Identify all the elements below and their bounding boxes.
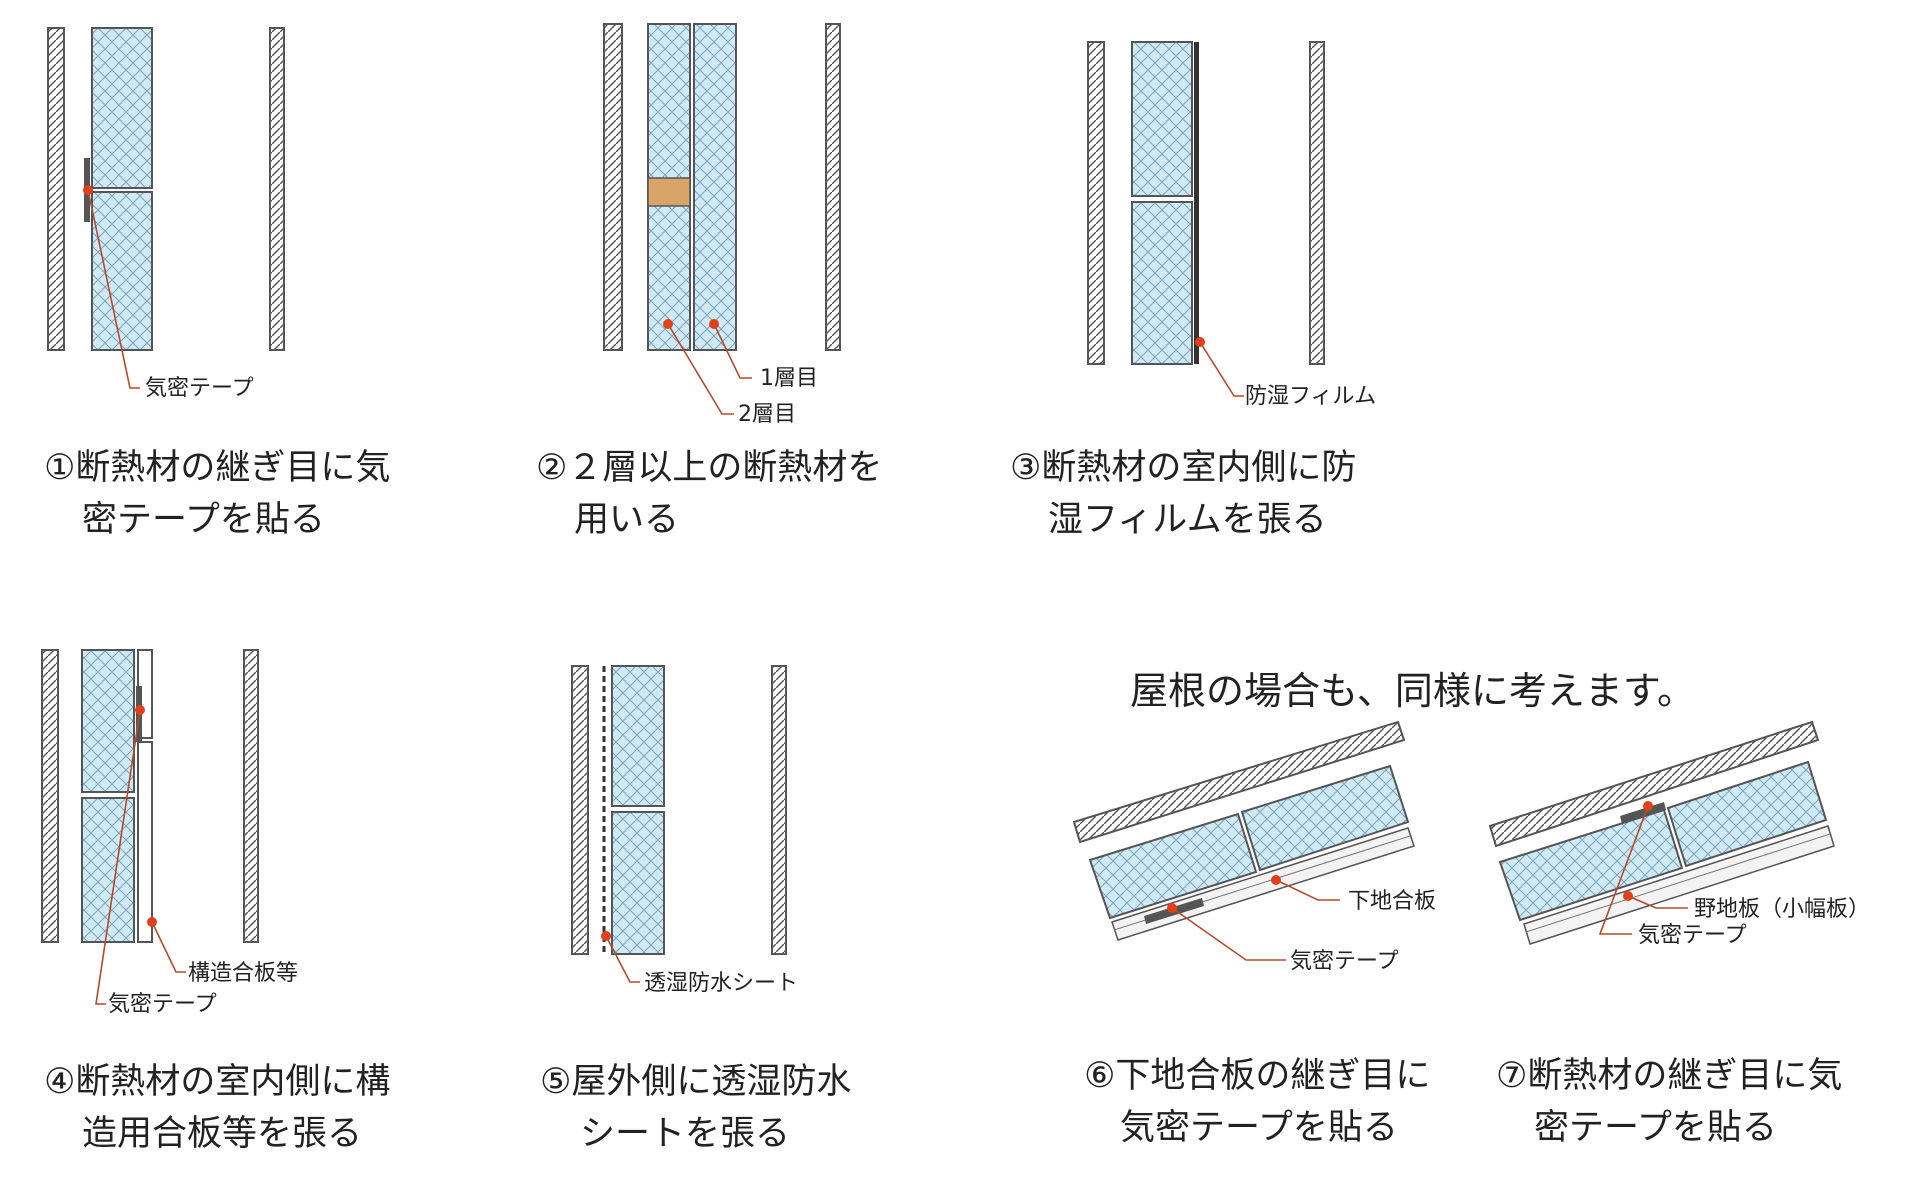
roof-finish [1488, 720, 1820, 848]
insulation-upper [611, 665, 665, 807]
inner-wall [1309, 41, 1325, 365]
callout-dot-1 [709, 319, 719, 329]
sheathing-line [1525, 833, 1831, 933]
panel-1-diagram: 気密テープ [47, 27, 285, 401]
caption-line-2: 湿フィルムを張る [1048, 500, 1327, 540]
panel-4-diagram: 構造合板等 気密テープ [41, 649, 298, 1017]
callout-dot-2 [1643, 801, 1653, 811]
insulation-right [1666, 760, 1828, 868]
caption-panel-2: ②２層以上の断熱材を 用いる [536, 442, 882, 546]
leader-line-2 [95, 709, 141, 1005]
roof-section-title: 屋根の場合も、同様に考えます。 [1130, 669, 1696, 713]
callout-label-1: 構造合板等 [188, 961, 298, 986]
caption-panel-7: ⑦断熱材の継ぎ目に気 密テープを貼る [1496, 1050, 1842, 1154]
callout-dot-2 [135, 705, 145, 715]
insulation-left [1088, 812, 1258, 920]
callout-label-2: 気密テープ [1290, 949, 1399, 974]
outer-wall [41, 649, 59, 943]
caption-panel-1: ①断熱材の継ぎ目に気 密テープを貼る [44, 442, 390, 546]
airtight-tape [1620, 802, 1666, 824]
callout-label-2: 気密テープ [1638, 923, 1747, 948]
insulation-right [1240, 764, 1410, 872]
outer-wall [571, 665, 589, 955]
callout-label: 気密テープ [145, 376, 254, 401]
caption-line-1: ①断熱材の継ぎ目に気 [44, 448, 391, 488]
leader-line-1 [151, 921, 186, 973]
callout-label: 透湿防水シート [644, 971, 798, 996]
caption-line-2: 密テープを貼る [1534, 1108, 1777, 1148]
leader-line [1199, 341, 1244, 397]
caption-line-1: ⑥下地合板の継ぎ目に [1084, 1056, 1431, 1096]
roof-finish [1072, 720, 1406, 844]
caption-line-2: シートを張る [580, 1114, 791, 1154]
caption-line-2: 用いる [574, 500, 680, 540]
insulation-upper [91, 27, 153, 189]
callout-dot-1 [1271, 875, 1281, 885]
inner-wall [243, 649, 259, 943]
leader-line-1 [1275, 879, 1340, 901]
structural-plywood-lower [137, 741, 153, 943]
caption-line-2: 造用合板等を張る [82, 1114, 363, 1154]
caption-panel-6: ⑥下地合板の継ぎ目に 気密テープを貼る [1084, 1050, 1430, 1154]
insulation-lower [1131, 201, 1193, 365]
callout-dot [1195, 337, 1205, 347]
insulation-lower [81, 797, 135, 943]
leader-line-2 [1171, 907, 1286, 961]
caption-panel-4: ④断熱材の室内側に構 造用合板等を張る [44, 1056, 390, 1160]
leader-line [605, 935, 640, 983]
caption-panel-3: ③断熱材の室内側に防 湿フィルムを張る [1010, 442, 1356, 546]
panel-3-diagram: 防湿フィルム [1087, 41, 1376, 409]
leader-line-2 [1598, 805, 1649, 935]
panel-5-diagram: 透湿防水シート [571, 665, 798, 996]
callout-label-2: 2層目 [738, 402, 796, 427]
caption-line-1: ⑤屋外側に透湿防水 [540, 1062, 852, 1102]
callout-label-1: 1層目 [760, 366, 818, 391]
caption-line-1: ⑦断熱材の継ぎ目に気 [1496, 1056, 1843, 1096]
callout-dot-2 [1167, 903, 1177, 913]
callout-label-2: 気密テープ [108, 992, 217, 1017]
callout-dot-1 [147, 917, 157, 927]
outer-wall [47, 27, 65, 351]
insulation-upper [81, 649, 135, 793]
caption-line-1: ②２層以上の断熱材を [536, 448, 883, 488]
callout-dot-1 [1623, 891, 1633, 901]
leader-line-1 [1627, 895, 1688, 909]
sheathing-board [1523, 825, 1835, 945]
panel-7-diagram: 野地板（小幅板） 気密テープ [1488, 720, 1870, 948]
caption-line-2: 気密テープを貼る [1120, 1108, 1398, 1148]
panel-2-diagram: 1層目 2層目 [603, 23, 841, 427]
vapor-barrier-film [1194, 42, 1199, 364]
panel-6-diagram: 下地合板 気密テープ [1072, 720, 1436, 974]
insulation-lower [611, 811, 665, 955]
callout-label: 防湿フィルム [1245, 384, 1376, 409]
caption-line-1: ④断熱材の室内側に構 [44, 1062, 391, 1102]
callout-label-1: 下地合板 [1348, 889, 1436, 914]
caption-panel-5: ⑤屋外側に透湿防水 シートを張る [540, 1056, 851, 1160]
outer-wall [1087, 41, 1105, 365]
leader-line-2 [667, 323, 734, 415]
callout-label-1: 野地板（小幅板） [1694, 897, 1870, 922]
callout-dot-2 [663, 319, 673, 329]
insulation-lower [91, 191, 153, 351]
inner-wall [771, 665, 787, 955]
inner-wall [825, 23, 841, 351]
base-plywood [1111, 827, 1415, 941]
caption-line-1: ③断熱材の室内側に防 [1010, 448, 1357, 488]
callout-dot [83, 185, 93, 195]
insulation-layer-1 [693, 23, 737, 351]
leader-line-1 [713, 323, 752, 379]
caption-line-2: 密テープを貼る [82, 500, 325, 540]
outer-wall [603, 23, 623, 351]
callout-dot [601, 931, 611, 941]
wood-stud [647, 177, 691, 207]
leader-line [87, 189, 140, 389]
inner-wall [269, 27, 285, 351]
insulation-upper [1131, 41, 1193, 197]
